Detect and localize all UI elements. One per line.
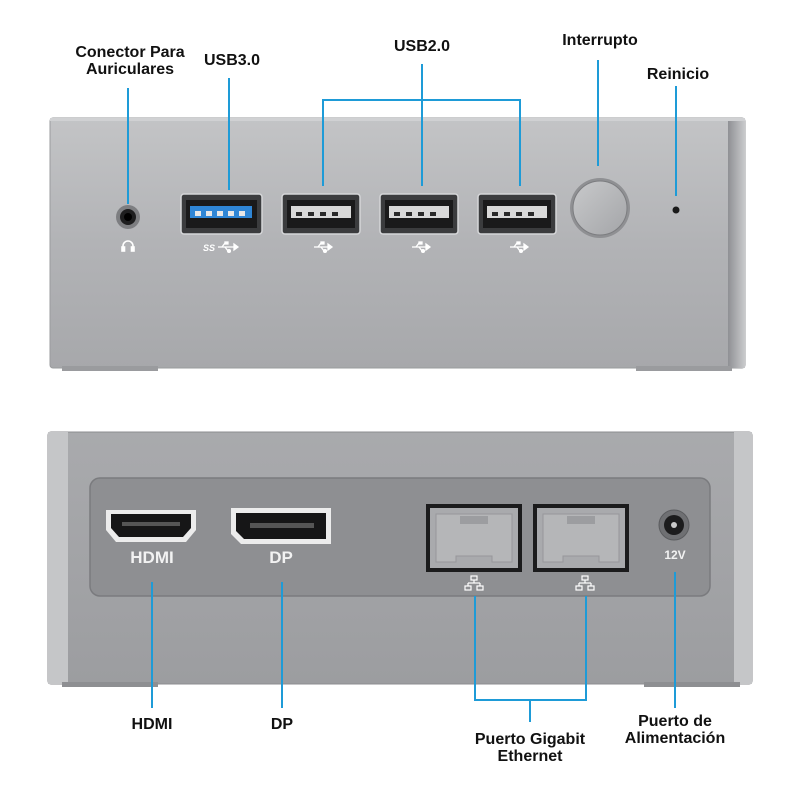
rear-chassis-right — [734, 432, 752, 684]
front-leader-lines — [127, 60, 677, 204]
headphone-icon — [121, 240, 135, 252]
callout-ethernet: Puerto Gigabit Ethernet — [474, 731, 586, 765]
usb2-trident-icon-3 — [510, 241, 530, 254]
reset-pinhole[interactable] — [672, 206, 680, 214]
ethernet-port-1[interactable] — [426, 504, 522, 572]
front-foot-right — [636, 366, 732, 371]
power-port-label: 12V — [664, 548, 686, 562]
rear-panel — [47, 431, 753, 687]
front-top-edge — [50, 118, 745, 121]
power-button[interactable] — [570, 178, 630, 238]
dp-port-label: DP — [269, 548, 293, 567]
callout-usb3: USB3.0 — [203, 52, 261, 69]
callout-headphone: Conector Para Auriculares — [75, 44, 185, 78]
callout-dp: DP — [270, 716, 294, 733]
hdmi-port[interactable] — [106, 510, 196, 542]
usb2-port-3[interactable] — [477, 193, 557, 235]
network-icon-2 — [575, 575, 595, 591]
front-panel: SS — [49, 117, 746, 371]
front-chassis-side — [728, 118, 745, 368]
hdmi-port-label: HDMI — [130, 548, 174, 567]
rear-leader-lines — [151, 572, 676, 722]
callout-power-switch: Interrupto — [562, 32, 638, 49]
usb3-port[interactable] — [180, 193, 263, 235]
usb2-port-1[interactable] — [281, 193, 361, 235]
rear-chassis-left — [48, 432, 68, 684]
usb2-trident-icon-2 — [412, 241, 432, 254]
usb3-ss-logo: SS — [203, 243, 215, 253]
rear-foot-right — [644, 682, 740, 687]
network-icon-1 — [464, 575, 484, 591]
callout-hdmi: HDMI — [131, 716, 173, 733]
displayport-port[interactable] — [231, 508, 331, 544]
headphone-jack[interactable] — [116, 205, 140, 229]
usb3-trident-icon — [218, 241, 240, 254]
callout-usb2: USB2.0 — [393, 38, 451, 55]
usb2-port-2[interactable] — [379, 193, 459, 235]
ethernet-port-2[interactable] — [533, 504, 629, 572]
callout-power: Puerto de Alimentación — [624, 713, 726, 747]
callout-reset: Reinicio — [646, 66, 710, 83]
usb2-trident-icon-1 — [314, 241, 334, 254]
front-foot-left — [62, 366, 158, 371]
front-chassis-body — [49, 117, 746, 369]
dc-power-jack[interactable] — [658, 509, 690, 541]
rear-foot-left — [62, 682, 158, 687]
